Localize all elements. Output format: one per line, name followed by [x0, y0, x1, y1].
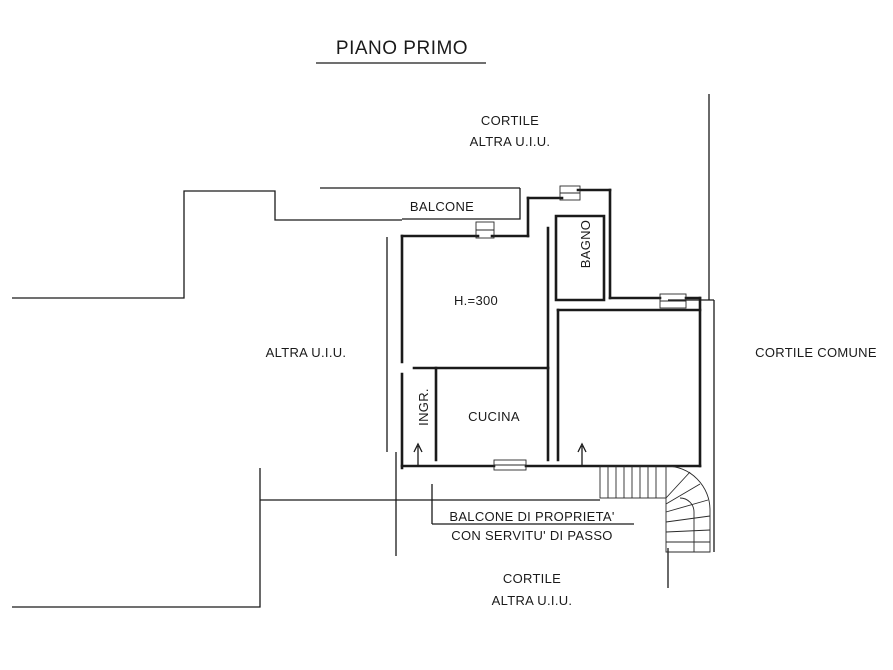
ceiling-height-label: H.=300	[454, 293, 498, 308]
balcony-top-label: BALCONE	[410, 199, 474, 214]
bathroom-label: BAGNO	[578, 220, 593, 268]
courtyard-bottom-label-1: CORTILE	[503, 571, 561, 586]
balcony-bottom-label-1: BALCONE DI PROPRIETA'	[449, 509, 614, 524]
balcony-bottom-label-2: CON SERVITU' DI PASSO	[451, 528, 612, 543]
windows	[475, 185, 687, 471]
neighbour-outline	[12, 94, 715, 608]
other-unit-left-label: ALTRA U.I.U.	[266, 345, 347, 360]
unit-walls	[400, 188, 702, 470]
courtyard-bottom-label-2: ALTRA U.I.U.	[492, 593, 573, 608]
plan-title: PIANO PRIMO	[336, 38, 468, 59]
entrance-label: INGR.	[416, 388, 431, 426]
courtyard-top-label-2: ALTRA U.I.U.	[470, 134, 551, 149]
courtyard-top-label-1: CORTILE	[481, 113, 539, 128]
shared-courtyard-label: CORTILE COMUNE	[755, 345, 877, 360]
kitchen-label: CUCINA	[468, 409, 520, 424]
staircase	[599, 465, 711, 553]
entrance-arrows	[413, 442, 634, 525]
